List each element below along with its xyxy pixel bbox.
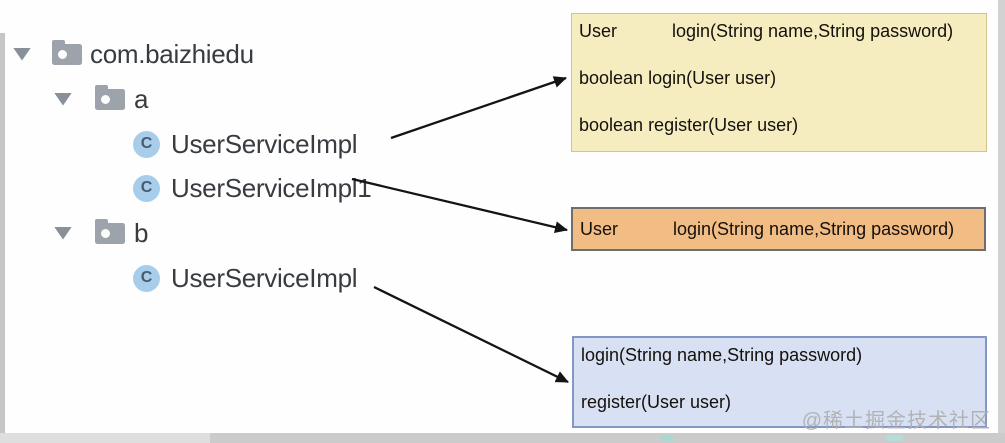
right-edge	[998, 0, 1005, 443]
arrow-userserviceimpl-b-to-blue-box	[373, 285, 569, 384]
left-edge	[0, 33, 5, 433]
chevron-expanded-icon[interactable]	[54, 92, 72, 106]
package-label: b	[134, 217, 149, 248]
method-signature-line: register(User user)	[581, 392, 732, 412]
package-label: a	[134, 83, 149, 114]
method-signature-line: login(String name,String password)	[581, 345, 863, 365]
orange-signature-box: User login(String name,String password)	[571, 207, 986, 251]
tree-row-package-b[interactable]: b	[54, 218, 148, 248]
folder-icon	[52, 39, 82, 65]
class-icon: C	[133, 264, 160, 292]
method-signature-line: boolean register(User user)	[579, 115, 799, 135]
class-icon: C	[133, 130, 160, 158]
bottom-edge-teal-segment	[660, 435, 674, 441]
yellow-signature-box: User login(String name,String password) b…	[571, 13, 987, 152]
method-signature-line: User login(String name,String password)	[580, 219, 954, 240]
method-signature: login(String name,String password)	[672, 21, 954, 41]
chevron-expanded-icon[interactable]	[54, 226, 72, 240]
tree-row-package-a[interactable]: a	[54, 84, 148, 114]
class-icon: C	[133, 174, 160, 202]
bottom-edge	[0, 433, 1005, 443]
method-signature-line: User login(String name,String password)	[579, 21, 986, 68]
return-type: User	[579, 21, 618, 41]
method-signature: login(String name,String password)	[673, 218, 955, 239]
bottom-edge-light-segment	[0, 433, 210, 443]
method-signature-line: boolean login(User user)	[579, 68, 777, 88]
class-label: UserServiceImpl	[171, 262, 358, 293]
folder-icon	[95, 218, 125, 244]
watermark: @稀土掘金技术社区	[801, 410, 991, 432]
tree-row-package-com-baizhiedu[interactable]: com.baizhiedu	[13, 39, 254, 69]
return-type: User	[580, 218, 619, 239]
tree-row-class-userserviceimpl-b[interactable]: C UserServiceImpl	[133, 262, 358, 293]
bottom-edge-teal-segment	[885, 435, 903, 441]
class-label: UserServiceImpl1	[171, 172, 372, 203]
chevron-expanded-icon[interactable]	[13, 47, 31, 61]
tree-row-class-userserviceimpl-a[interactable]: C UserServiceImpl	[133, 128, 358, 159]
class-label: UserServiceImpl	[171, 128, 358, 159]
folder-icon	[95, 84, 125, 110]
blue-signature-box: login(String name,String password) regis…	[572, 336, 987, 428]
arrow-userserviceimpl1-a-to-orange-box	[351, 177, 568, 234]
tree-row-class-userserviceimpl1-a[interactable]: C UserServiceImpl1	[133, 172, 372, 203]
package-label: com.baizhiedu	[90, 38, 254, 69]
arrow-userserviceimpl-a-to-yellow-box	[390, 76, 567, 140]
